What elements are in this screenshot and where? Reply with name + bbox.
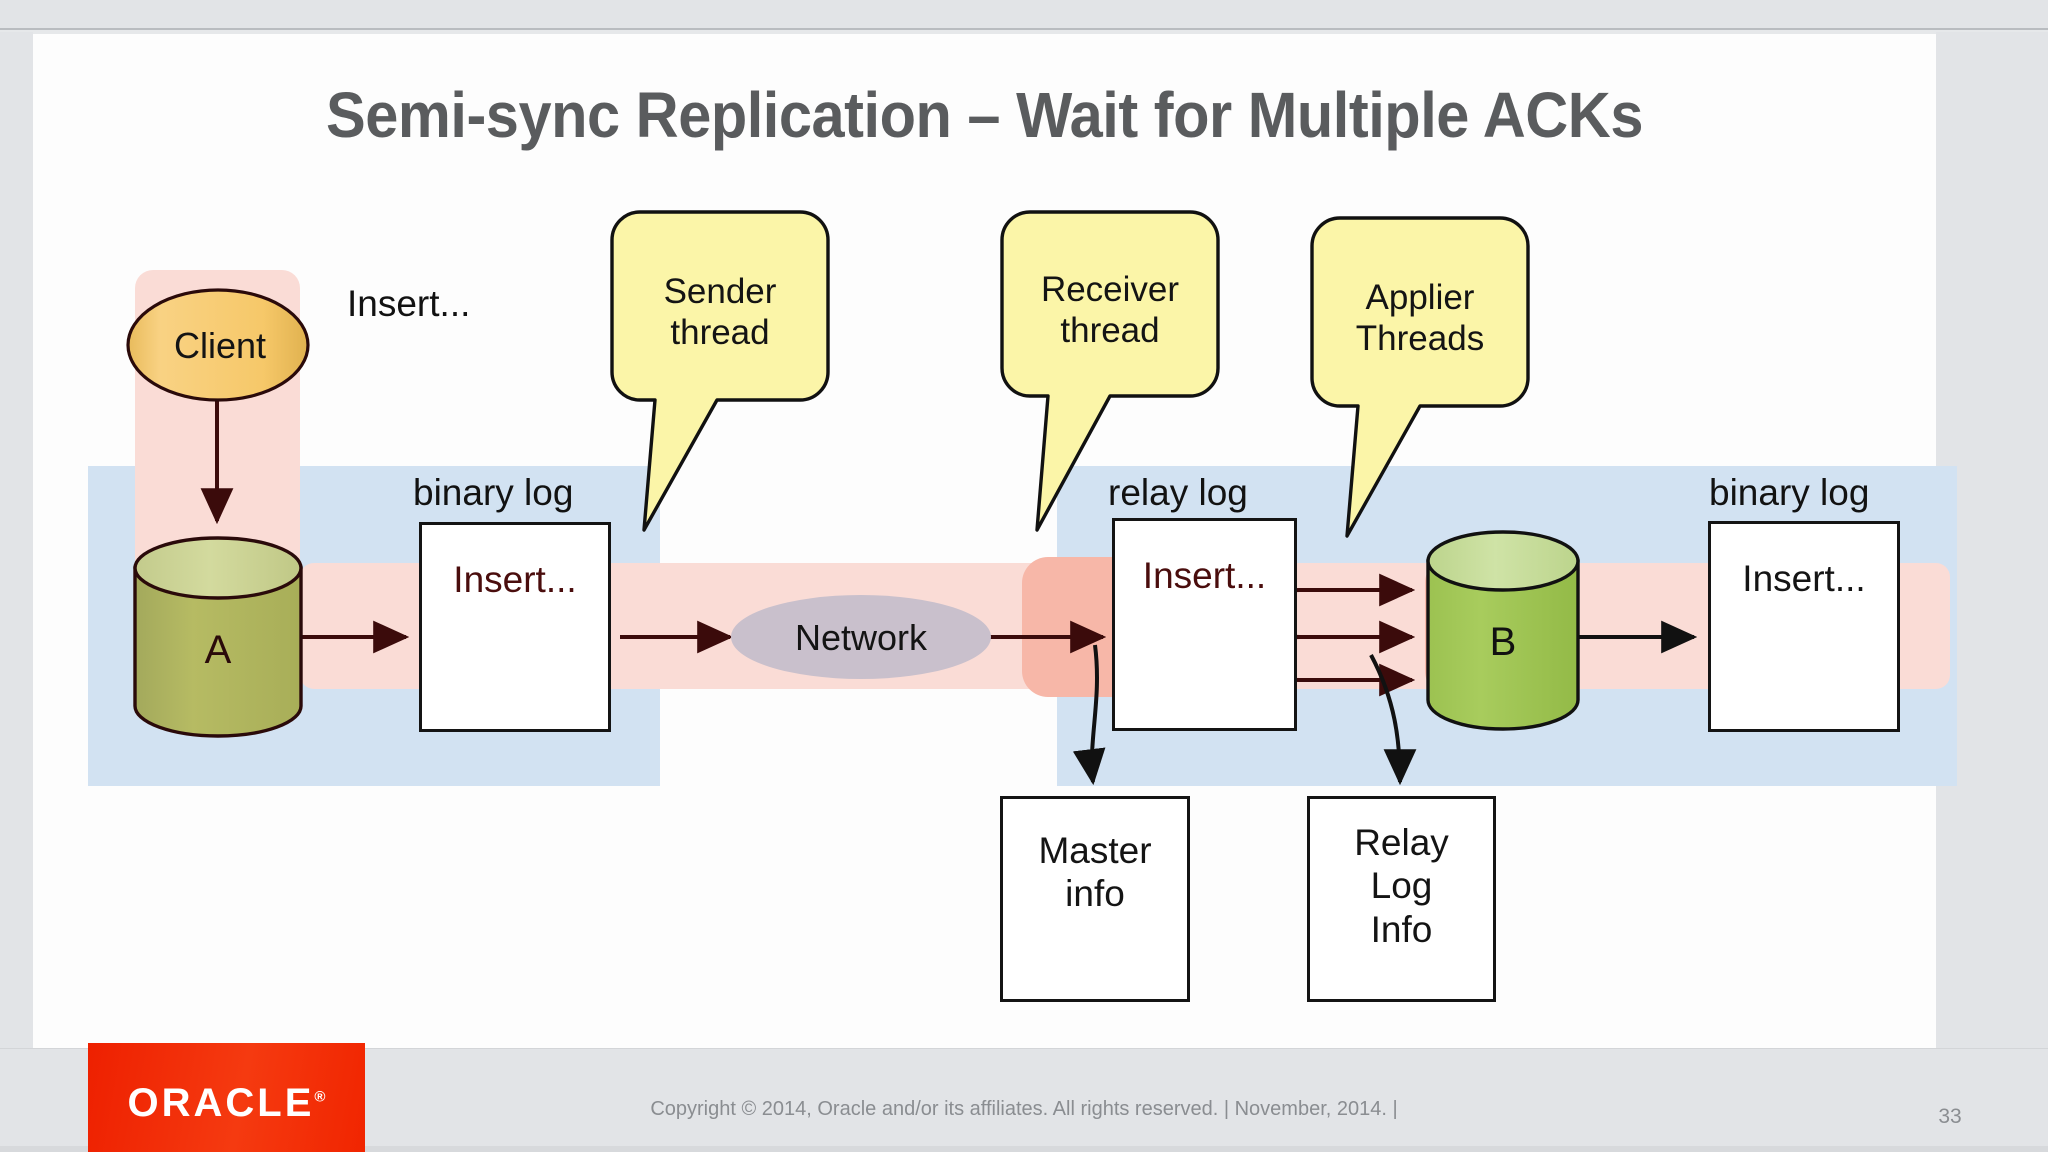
registered-trademark-icon: ®	[314, 1088, 326, 1106]
page-title: Semi-sync Replication – Wait for Multipl…	[326, 79, 1643, 151]
window-right-gutter	[1936, 32, 2048, 1152]
page-number: 33	[1938, 1105, 1962, 1128]
window-left-gutter	[0, 32, 33, 1152]
oracle-wordmark-text: ORACLE	[127, 1081, 315, 1125]
footer-bottom-edge	[0, 1146, 2048, 1152]
copyright-text: Copyright © 2014, Oracle and/or its affi…	[650, 1098, 1398, 1120]
oracle-logo: ORACLE®	[88, 1043, 365, 1152]
window-top-bar	[0, 0, 2048, 30]
slide-canvas: Semi-sync Replication – Wait for Multipl…	[33, 34, 1936, 1048]
oracle-wordmark: ORACLE®	[88, 1081, 365, 1126]
